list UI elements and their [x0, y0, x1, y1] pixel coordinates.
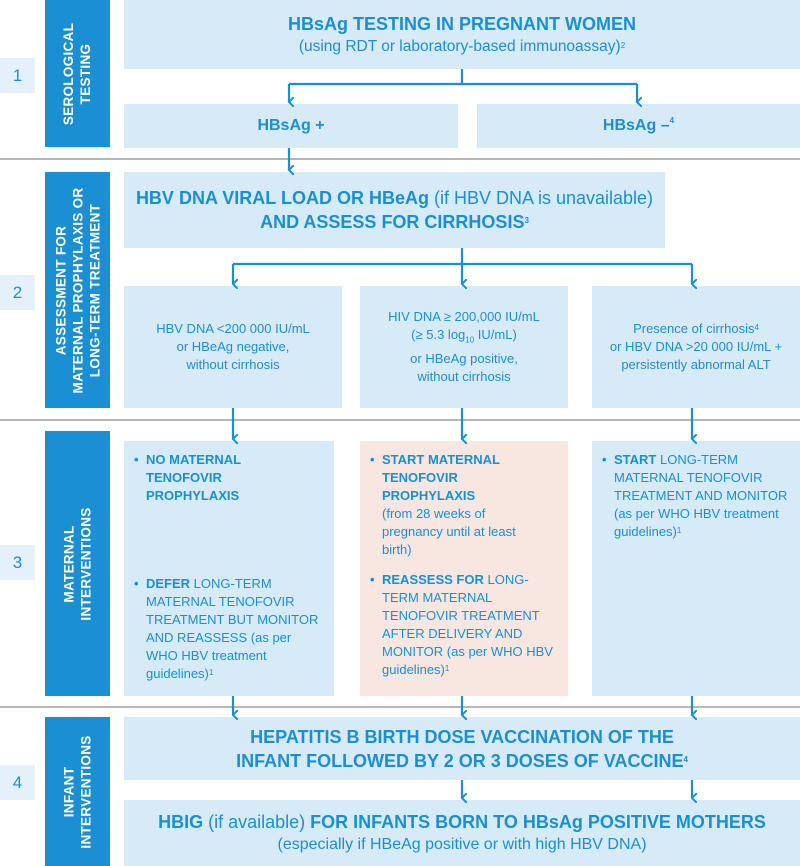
row-number-1: 1	[0, 58, 35, 93]
list-item: •REASSESS FOR LONG-TERM MATERNAL TENOFOV…	[370, 572, 553, 677]
criteria-cirrhosis-box: Presence of cirrhosis4 or HBV DNA >20 00…	[592, 286, 800, 408]
section-divider	[0, 158, 800, 160]
start-prophylaxis-box: •START MATERNAL TENOFOVIR PROPHYLAXIS(fr…	[360, 441, 568, 696]
criteria-low-viral-load-box: HBV DNA <200 000 IU/mL or HBeAg negative…	[124, 286, 342, 408]
start-treatment-box: •START LONG-TERM MATERNAL TENOFOVIR TREA…	[592, 441, 800, 696]
section-divider	[0, 419, 800, 421]
hbsag-negative-box: HBsAg –4	[477, 104, 800, 148]
row-number-2: 2	[0, 275, 35, 310]
list-item: •NO MATERNAL TENOFOVIR PROPHYLAXIS	[134, 452, 241, 503]
no-prophylaxis-box: •NO MATERNAL TENOFOVIR PROPHYLAXIS •DEFE…	[124, 441, 334, 696]
hbsag-positive-box: HBsAg +	[124, 104, 458, 148]
hbig-box: HBIG (if available) FOR INFANTS BORN TO …	[124, 800, 800, 866]
hbsag-testing-title: HBsAg TESTING IN PREGNANT WOMEN	[287, 13, 636, 34]
hbsag-testing-box: HBsAg TESTING IN PREGNANT WOMEN (using R…	[124, 0, 800, 69]
viral-load-assessment-box: HBV DNA VIRAL LOAD OR HBeAg (if HBV DNA …	[124, 172, 665, 248]
row-number-4: 4	[0, 765, 35, 800]
birth-dose-vaccination-box: HEPATITIS B BIRTH DOSE VACCINATION OF TH…	[124, 717, 800, 780]
criteria-high-viral-load-box: HIV DNA ≥ 200,000 IU/mL (≥ 5.3 log10 IU/…	[360, 286, 568, 408]
section-divider	[0, 706, 800, 708]
list-item: •DEFER LONG-TERM MATERNAL TENOFOVIR TREA…	[134, 576, 319, 681]
list-item: •START MATERNAL TENOFOVIR PROPHYLAXIS(fr…	[370, 452, 516, 557]
list-item: •START LONG-TERM MATERNAL TENOFOVIR TREA…	[602, 452, 788, 539]
hbsag-testing-subtitle: (using RDT or laboratory-based immunoass…	[298, 37, 621, 55]
row-number-3: 3	[0, 545, 35, 580]
